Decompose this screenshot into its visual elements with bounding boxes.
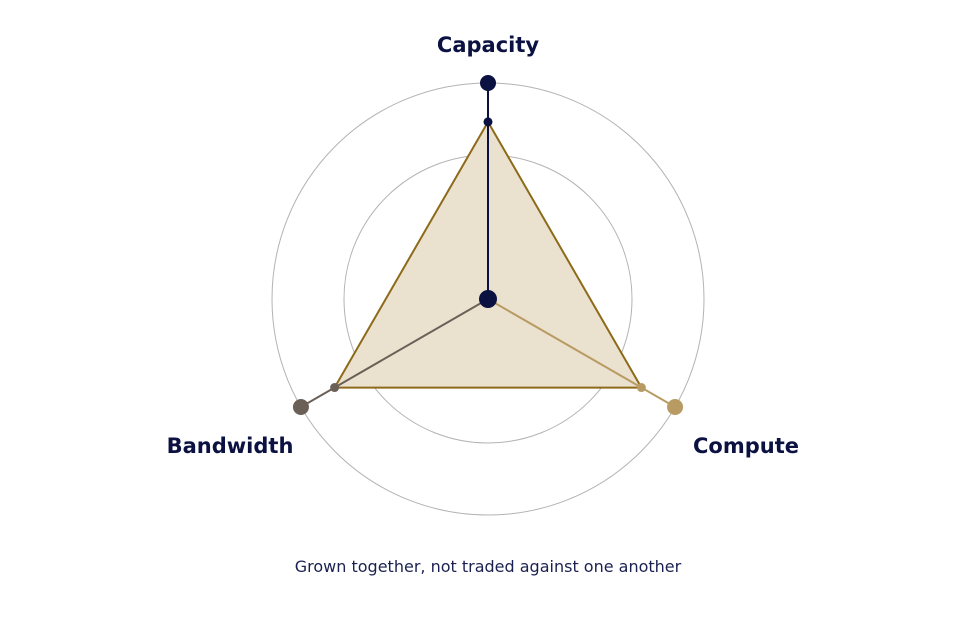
- value-point-bandwidth: [330, 383, 340, 393]
- axis-endpoint-capacity: [480, 75, 496, 91]
- axis-label-bandwidth: Bandwidth: [167, 434, 294, 458]
- center-point: [479, 290, 497, 308]
- diagram-caption: Grown together, not traded against one a…: [295, 557, 682, 576]
- axis-label-capacity: Capacity: [437, 33, 539, 57]
- axis-points: [292, 75, 684, 415]
- value-point-capacity: [483, 117, 493, 127]
- axis-endpoint-bandwidth: [292, 399, 309, 415]
- axis-endpoint-compute: [667, 399, 684, 415]
- axis-label-compute: Compute: [693, 434, 799, 458]
- value-point-compute: [636, 383, 646, 393]
